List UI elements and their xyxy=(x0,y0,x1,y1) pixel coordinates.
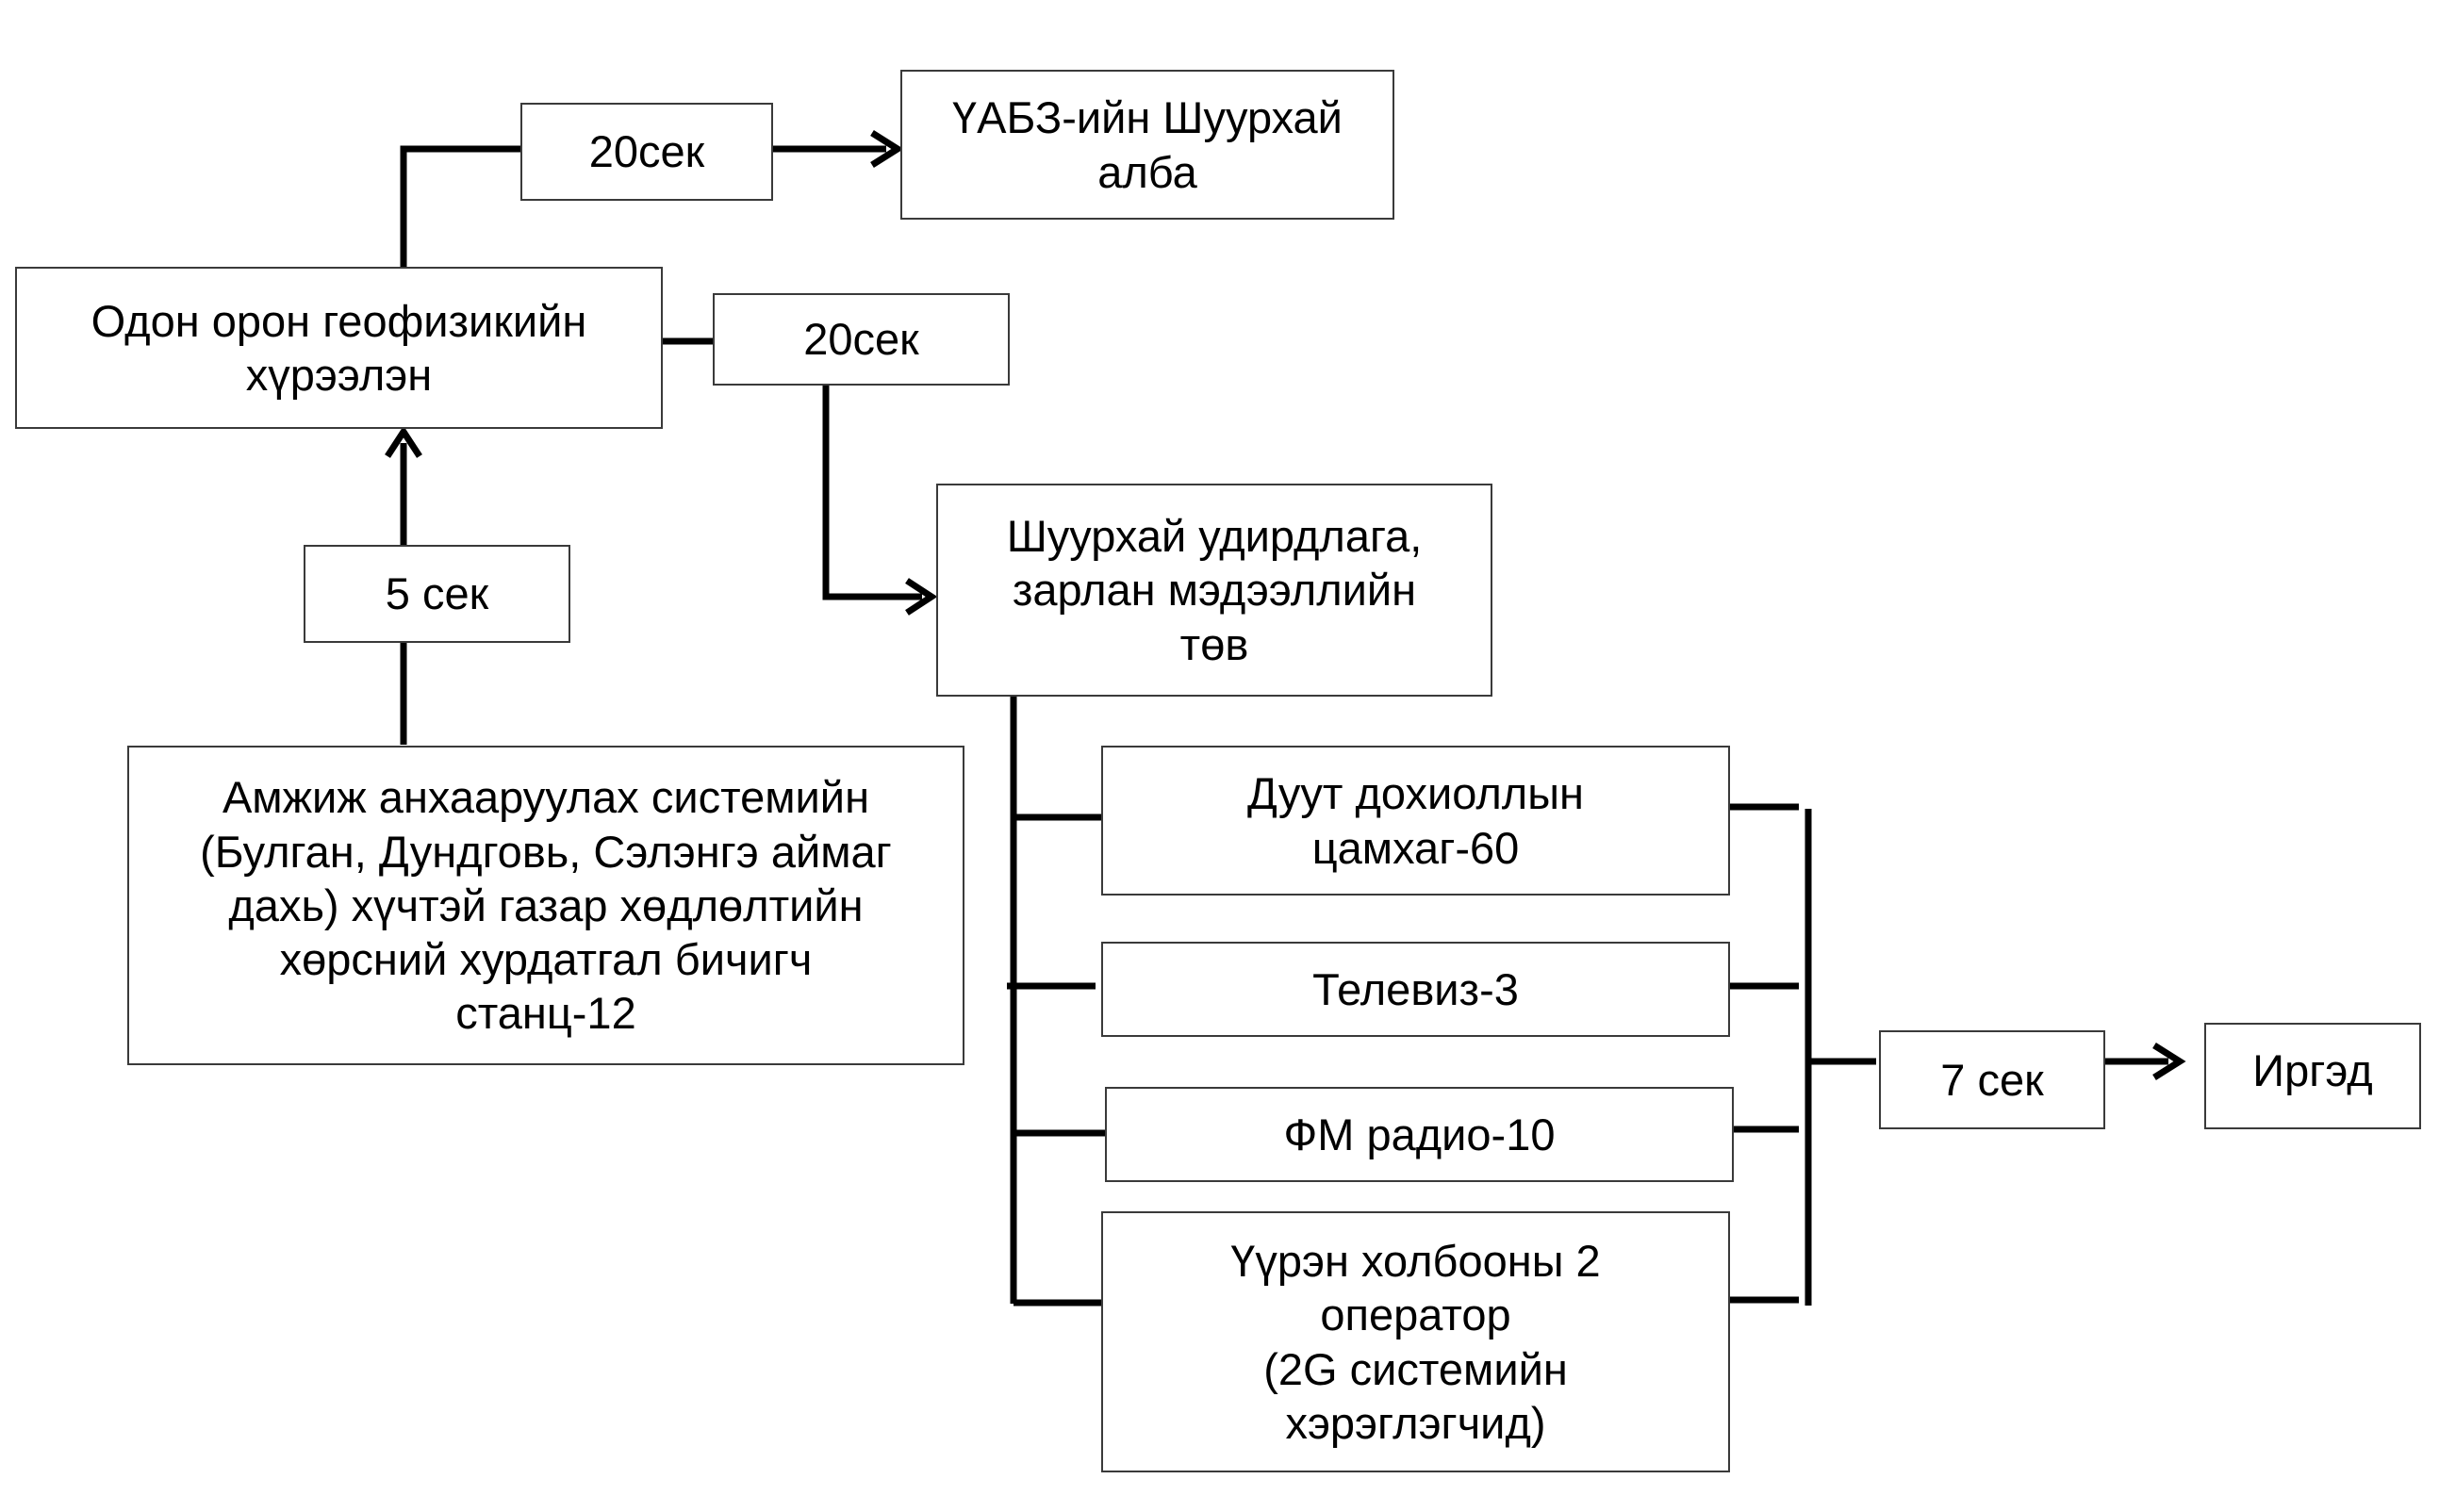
mid-timer-box: 20сек xyxy=(713,293,1010,386)
institute-box: Одон орон геофизикийн хүрээлэн xyxy=(15,267,663,429)
fm-radio-box: ФМ радио-10 xyxy=(1105,1087,1734,1182)
connector-institute-to-top-timer xyxy=(400,145,520,269)
monitoring-stations-box: Амжиж анхааруулах системийн (Булган, Дун… xyxy=(127,746,964,1065)
arrow-to-institute-icon xyxy=(385,425,422,458)
mobile-operators-box: Үүрэн холбооны 2 оператор (2G системийн … xyxy=(1101,1211,1730,1472)
arrow-to-citizens-icon xyxy=(2152,1043,2186,1080)
seven-second-box: 7 сек xyxy=(1879,1030,2105,1129)
uabz-box: ҮАБЗ-ийн Шуурхай алба xyxy=(900,70,1394,220)
sirens-box: Дуут дохиоллын цамхаг-60 xyxy=(1101,746,1730,896)
citizens-box: Иргэд xyxy=(2204,1023,2421,1129)
arrow-to-operations-icon xyxy=(905,578,938,616)
arrow-to-uabz-icon xyxy=(870,130,904,168)
connector-mid-timer-to-operations xyxy=(822,386,922,600)
five-second-box: 5 сек xyxy=(304,545,570,643)
operations-center-box: Шуурхай удирдлага, зарлан мэдээллийн төв xyxy=(936,484,1492,697)
top-timer-box: 20сек xyxy=(520,103,773,201)
tv-box: Телевиз-3 xyxy=(1101,942,1730,1037)
